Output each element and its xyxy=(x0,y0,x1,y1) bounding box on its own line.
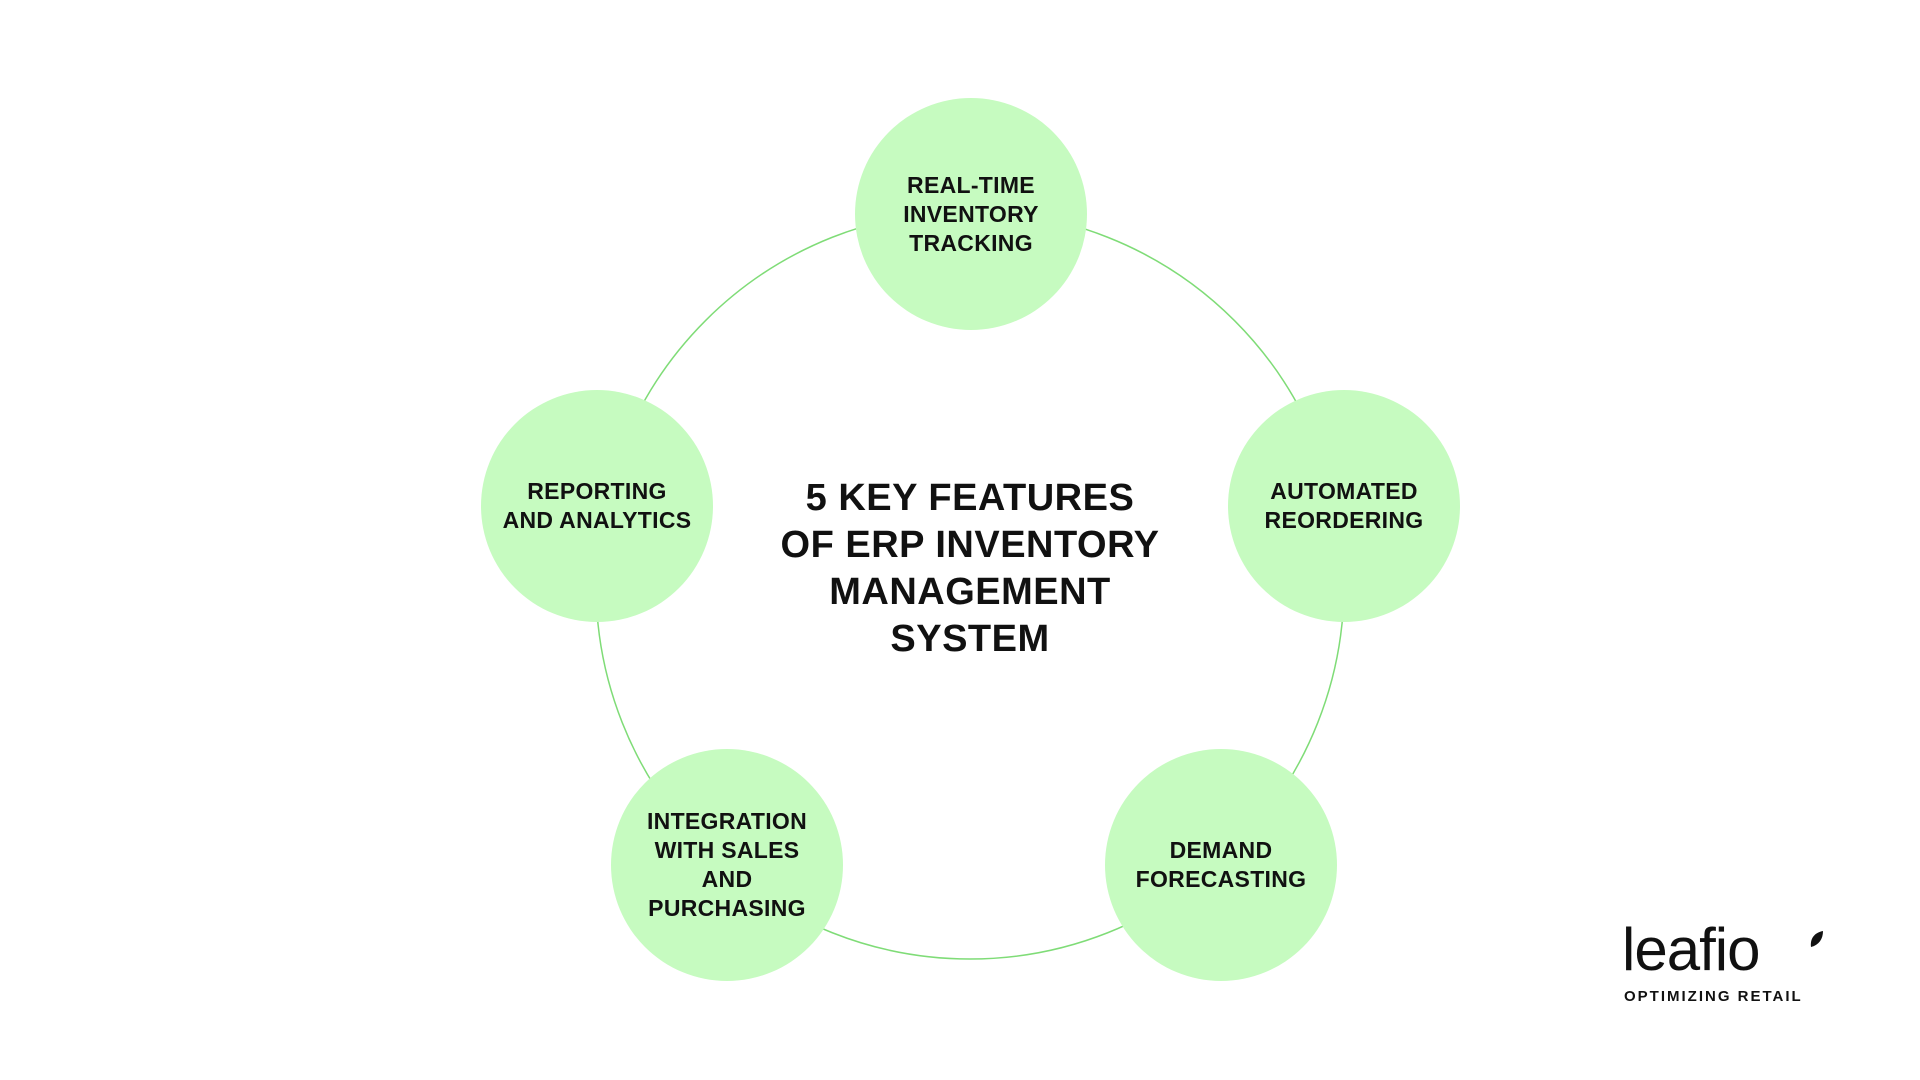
feature-node-real-time-tracking: REAL-TIME INVENTORY TRACKING xyxy=(855,98,1087,330)
feature-node-integration: INTEGRATION WITH SALES AND PURCHASING xyxy=(611,749,843,981)
feature-label-line: WITH SALES xyxy=(654,837,800,863)
title-line: MANAGEMENT xyxy=(829,571,1111,613)
feature-label: REAL-TIME INVENTORY TRACKING xyxy=(903,171,1039,258)
feature-label-line: FORECASTING xyxy=(1135,866,1307,892)
feature-node-reporting-analytics: REPORTING AND ANALYTICS xyxy=(481,390,713,622)
feature-node-demand-forecasting: DEMAND FORECASTING xyxy=(1105,749,1337,981)
logo-tagline: OPTIMIZING RETAIL xyxy=(1624,988,1803,1005)
feature-label: INTEGRATION WITH SALES AND PURCHASING xyxy=(647,807,807,923)
title-line: SYSTEM xyxy=(890,618,1050,660)
logo-wordmark: leafio xyxy=(1622,916,1760,983)
leaf-icon xyxy=(1810,931,1823,947)
feature-label-line: AUTOMATED xyxy=(1270,478,1418,504)
feature-label-line: AND xyxy=(701,866,753,892)
diagram-title: 5 KEY FEATURES OF ERP INVENTORY MANAGEME… xyxy=(770,475,1170,663)
feature-label-line: INVENTORY xyxy=(903,200,1039,227)
feature-label-line: REORDERING xyxy=(1264,507,1424,533)
title-line: OF ERP INVENTORY xyxy=(780,524,1160,566)
feature-label: AUTOMATED REORDERING xyxy=(1265,477,1424,535)
feature-label: REPORTING AND ANALYTICS xyxy=(503,477,692,535)
feature-label: DEMAND FORECASTING xyxy=(1136,836,1307,894)
feature-label-line: INTEGRATION xyxy=(646,808,808,834)
title-line: 5 KEY FEATURES xyxy=(805,477,1135,519)
feature-label-line: PURCHASING xyxy=(648,895,806,921)
feature-label-line: REAL-TIME xyxy=(907,171,1035,198)
feature-label-line: AND ANALYTICS xyxy=(502,507,692,533)
feature-label-line: REPORTING xyxy=(527,478,667,504)
feature-label-line: DEMAND xyxy=(1169,837,1273,863)
feature-label-line: TRACKING xyxy=(909,229,1033,256)
feature-node-automated-reordering: AUTOMATED REORDERING xyxy=(1228,390,1460,622)
leafio-logo: leafio OPTIMIZING RETAIL xyxy=(1622,916,1823,1010)
